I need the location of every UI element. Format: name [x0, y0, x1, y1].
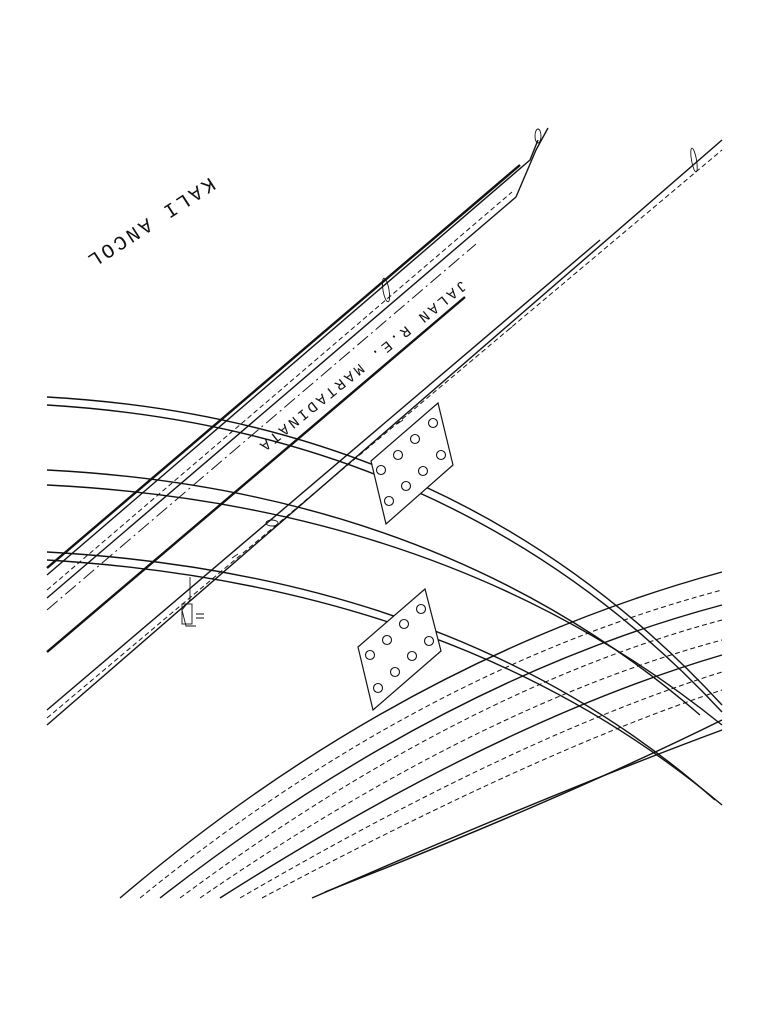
road-edges	[46, 139, 723, 726]
pile-cap-1	[370, 401, 454, 526]
pile-cap-2	[357, 587, 442, 712]
lower-track-bundle	[119, 571, 723, 899]
road-marker-icon	[690, 147, 698, 173]
river-marker-icon	[534, 128, 542, 144]
river-label: KALI ANCOL	[80, 171, 218, 272]
road-marker-icon	[381, 277, 391, 303]
alignment-marker-icon	[265, 519, 279, 527]
small-structure	[181, 577, 204, 627]
river-banks	[46, 127, 549, 599]
